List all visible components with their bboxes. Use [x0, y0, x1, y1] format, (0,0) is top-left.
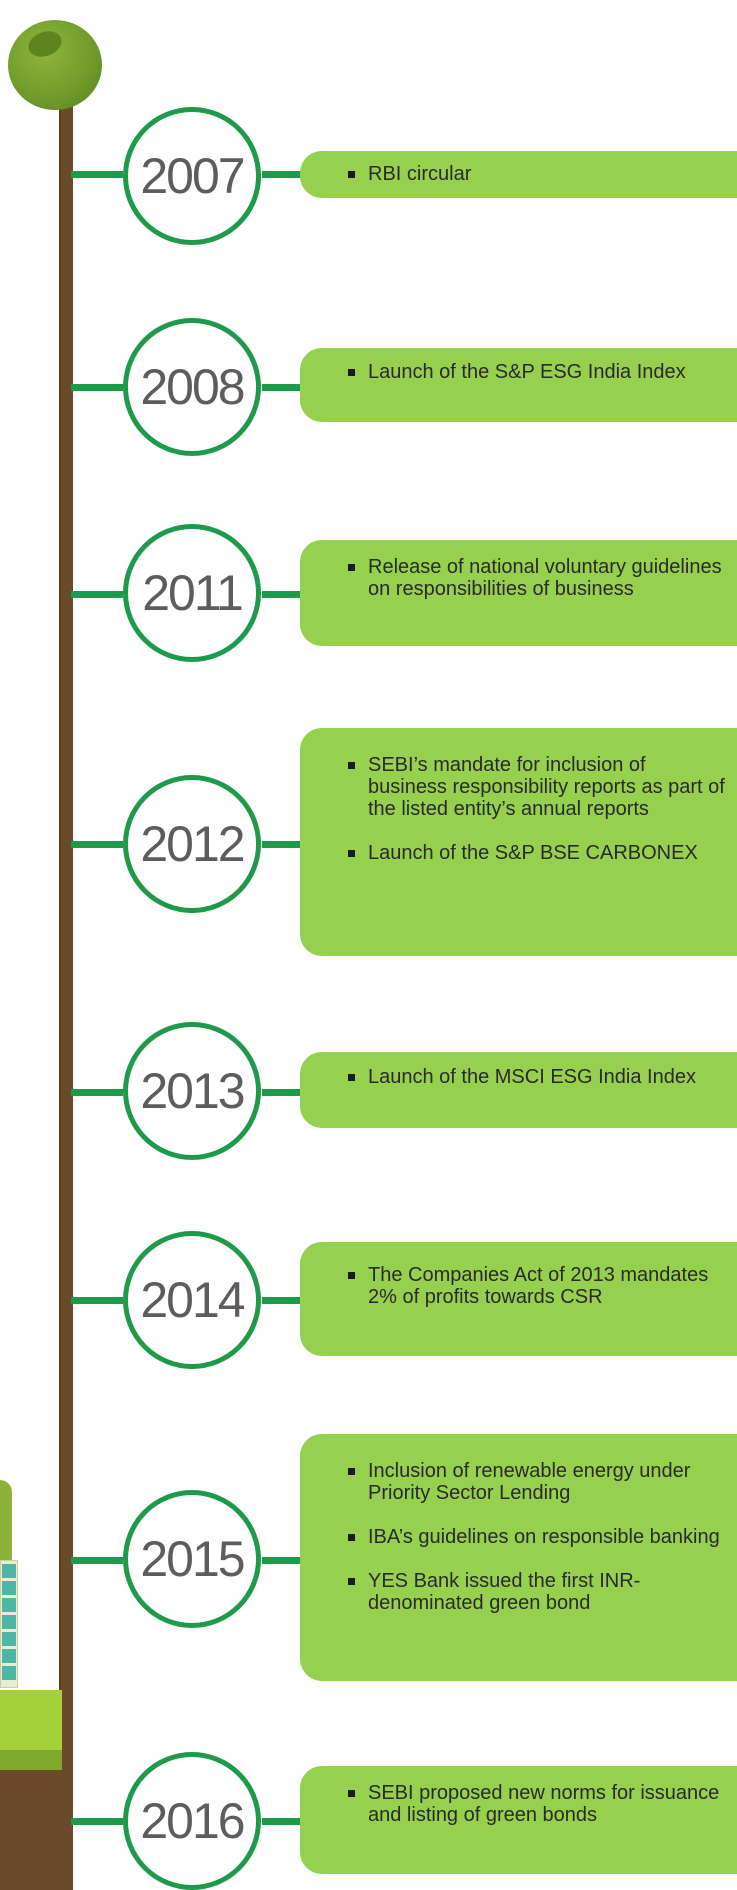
ground-grass-dark: [0, 1750, 62, 1770]
event-card: RBI circular: [300, 151, 737, 198]
event-card: Launch of the MSCI ESG India Index: [300, 1052, 737, 1128]
year-label: 2016: [140, 1793, 245, 1849]
tree-canopy-icon: [8, 20, 102, 110]
event-item: Launch of the S&P ESG India Index: [348, 361, 725, 383]
year-circle: 2016: [123, 1752, 261, 1890]
event-card: Launch of the S&P ESG India Index: [300, 348, 737, 422]
tree-trunk: [59, 90, 73, 1890]
year-label: 2007: [140, 148, 245, 204]
event-card: SEBI’s mandate for inclusion of business…: [300, 728, 737, 956]
year-label: 2014: [140, 1272, 245, 1328]
event-card: The Companies Act of 2013 mandates 2% of…: [300, 1242, 737, 1356]
event-item: Launch of the S&P BSE CARBONEX: [348, 842, 725, 864]
event-card: SEBI proposed new norms for issuance and…: [300, 1766, 737, 1874]
event-item: SEBI proposed new norms for issuance and…: [348, 1782, 725, 1826]
year-label: 2013: [140, 1063, 245, 1119]
year-label: 2012: [140, 816, 245, 872]
year-circle: 2011: [123, 524, 261, 662]
building-icon: [0, 1560, 18, 1688]
year-circle: 2012: [123, 775, 261, 913]
year-circle: 2007: [123, 107, 261, 245]
year-circle: 2008: [123, 318, 261, 456]
event-item: Inclusion of renewable energy under Prio…: [348, 1460, 725, 1504]
ground-soil: [0, 1770, 62, 1890]
year-circle: 2015: [123, 1490, 261, 1628]
event-card: Release of national voluntary guidelines…: [300, 540, 737, 646]
year-circle: 2013: [123, 1022, 261, 1160]
year-label: 2015: [140, 1531, 245, 1587]
event-item: Release of national voluntary guidelines…: [348, 556, 725, 600]
event-item: SEBI’s mandate for inclusion of business…: [348, 754, 725, 820]
event-item: YES Bank issued the first INR-denominate…: [348, 1570, 725, 1614]
year-circle: 2014: [123, 1231, 261, 1369]
event-item: The Companies Act of 2013 mandates 2% of…: [348, 1264, 725, 1308]
event-item: IBA’s guidelines on responsible banking: [348, 1526, 725, 1548]
year-label: 2011: [142, 565, 244, 621]
event-card: Inclusion of renewable energy under Prio…: [300, 1434, 737, 1681]
event-item: RBI circular: [348, 163, 725, 185]
year-label: 2008: [140, 359, 245, 415]
ground-grass: [0, 1690, 62, 1750]
event-item: Launch of the MSCI ESG India Index: [348, 1066, 725, 1088]
